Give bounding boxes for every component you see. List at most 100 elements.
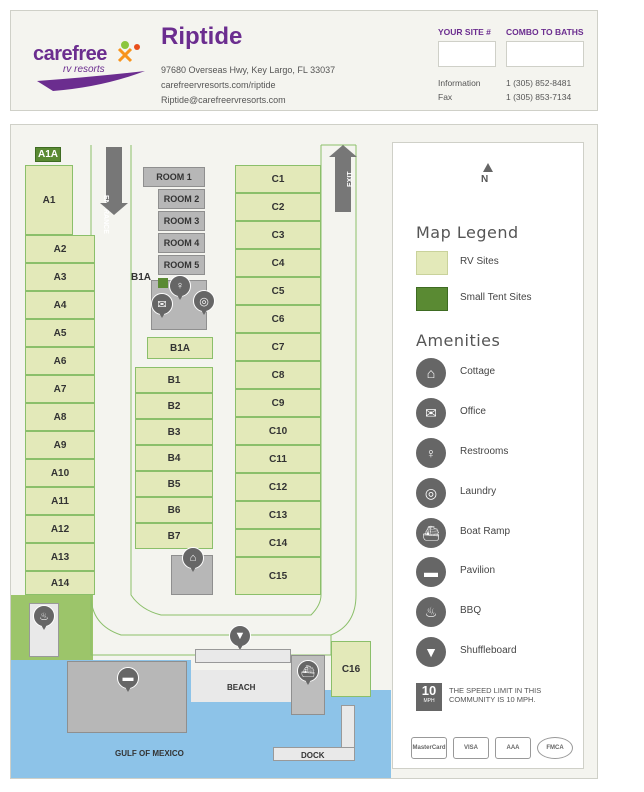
- laundry-icon: ◎: [193, 290, 215, 315]
- site-C14[interactable]: C14: [235, 529, 321, 557]
- site-C2[interactable]: C2: [235, 193, 321, 221]
- site-C1[interactable]: C1: [235, 165, 321, 193]
- site-B1[interactable]: B1: [135, 367, 213, 393]
- legend-restrooms: ♀ Restrooms: [416, 438, 576, 468]
- pavilion-label: Pavilion: [460, 565, 496, 576]
- site-A13[interactable]: A13: [25, 543, 95, 571]
- speed-limit-unit: MPH: [423, 698, 435, 704]
- room-2[interactable]: ROOM 2: [158, 189, 205, 209]
- site-A1[interactable]: A1: [25, 165, 73, 235]
- amenities-title: Amenities: [416, 331, 501, 350]
- dock-walk: [273, 747, 355, 761]
- site-C10[interactable]: C10: [235, 417, 321, 445]
- site-B2[interactable]: B2: [135, 393, 213, 419]
- site-C9[interactable]: C9: [235, 389, 321, 417]
- site-A4[interactable]: A4: [25, 291, 95, 319]
- legend-pavilion: ▬ Pavilion: [416, 557, 576, 587]
- site-A5[interactable]: A5: [25, 319, 95, 347]
- exit-label: EXIT: [347, 171, 354, 187]
- brand-subtitle: rv resorts: [63, 64, 105, 75]
- site-A14[interactable]: A14: [25, 571, 95, 595]
- site-B3[interactable]: B3: [135, 419, 213, 445]
- boat-icon: ⛴: [297, 660, 319, 685]
- legend-office: ✉ Office: [416, 398, 576, 428]
- room-3[interactable]: ROOM 3: [158, 211, 205, 231]
- site-A1A[interactable]: A1A: [35, 147, 61, 162]
- site-C13[interactable]: C13: [235, 501, 321, 529]
- site-C7[interactable]: C7: [235, 333, 321, 361]
- site-A9[interactable]: A9: [25, 431, 95, 459]
- site-C15[interactable]: C15: [235, 557, 321, 595]
- aaa-icon: AAA: [495, 737, 531, 759]
- site-B6[interactable]: B6: [135, 497, 213, 523]
- room-5[interactable]: ROOM 5: [158, 255, 205, 275]
- site-C4[interactable]: C4: [235, 249, 321, 277]
- site-C8[interactable]: C8: [235, 361, 321, 389]
- site-A6[interactable]: A6: [25, 347, 95, 375]
- restrooms-label: Restrooms: [460, 446, 509, 457]
- site-A11[interactable]: A11: [25, 487, 95, 515]
- mastercard-icon: MasterCard: [411, 737, 447, 759]
- office-legend-icon: ✉: [416, 398, 446, 428]
- your-site-label: YOUR SITE #: [438, 27, 491, 37]
- shuffleboard-label: Shuffleboard: [460, 645, 517, 656]
- site-C3[interactable]: C3: [235, 221, 321, 249]
- legend-tent-sites: Small Tent Sites: [416, 287, 576, 317]
- compass-arrow-icon: [483, 163, 493, 172]
- site-A2[interactable]: A2: [25, 235, 95, 263]
- b1a-pointer-label: B1A: [131, 272, 152, 283]
- dock-label: DOCK: [301, 751, 325, 760]
- info-phone: 1 (305) 852-8481: [506, 78, 572, 88]
- beach-area: [191, 670, 291, 702]
- fax-phone: 1 (305) 853-7134: [506, 92, 572, 102]
- site-C5[interactable]: C5: [235, 277, 321, 305]
- site-B4[interactable]: B4: [135, 445, 213, 471]
- boat-ramp-label: Boat Ramp: [460, 526, 511, 537]
- gulf-label: GULF OF MEXICO: [115, 749, 184, 758]
- site-B1A[interactable]: B1A: [147, 337, 213, 359]
- entrance-sign: ENTRANCE: [102, 147, 122, 234]
- logo-swoosh-icon: [37, 41, 145, 91]
- park-title: Riptide: [161, 23, 243, 50]
- office-icon: ✉: [151, 293, 173, 318]
- site-B7[interactable]: B7: [135, 523, 213, 549]
- compass-label: N: [481, 174, 489, 185]
- site-C11[interactable]: C11: [235, 445, 321, 473]
- rv-sites-label: RV Sites: [460, 256, 499, 267]
- room-4[interactable]: ROOM 4: [158, 233, 205, 253]
- site-A10[interactable]: A10: [25, 459, 95, 487]
- laundry-legend-icon: ◎: [416, 478, 446, 508]
- tent-sites-label: Small Tent Sites: [460, 292, 532, 303]
- brand-name: carefree: [33, 43, 107, 65]
- legend-rv-sites: RV Sites: [416, 251, 576, 281]
- site-C12[interactable]: C12: [235, 473, 321, 501]
- bbq-label: BBQ: [460, 605, 482, 616]
- map-legend-title: Map Legend: [416, 223, 519, 242]
- visa-icon: VISA: [453, 737, 489, 759]
- b1a-tent-marker: [158, 278, 168, 288]
- entrance-arrow-icon: [100, 203, 128, 215]
- combo-label: COMBO TO BATHS: [506, 27, 584, 37]
- site-C16[interactable]: C16: [331, 641, 371, 697]
- combo-box: [506, 41, 584, 67]
- carefree-logo: carefree rv resorts: [33, 37, 151, 99]
- site-A7[interactable]: A7: [25, 375, 95, 403]
- room-1[interactable]: ROOM 1: [143, 167, 205, 187]
- site-C6[interactable]: C6: [235, 305, 321, 333]
- email-link[interactable]: Riptide@carefreervresorts.com: [161, 95, 286, 105]
- site-A8[interactable]: A8: [25, 403, 95, 431]
- shuffleboard-icon: ▼: [229, 625, 251, 650]
- site-B5[interactable]: B5: [135, 471, 213, 497]
- boat-legend-icon: ⛴: [416, 518, 446, 548]
- bbq-icon: ♨: [33, 605, 55, 630]
- beach-label: BEACH: [227, 683, 256, 692]
- website-link[interactable]: carefreervresorts.com/riptide: [161, 80, 276, 90]
- address-text: 97680 Overseas Hwy, Key Largo, FL 33037: [161, 65, 336, 75]
- site-A12[interactable]: A12: [25, 515, 95, 543]
- speed-limit-sign: 10 MPH: [416, 683, 442, 711]
- restroom-legend-icon: ♀: [416, 438, 446, 468]
- legend-shuffleboard: ▼ Shuffleboard: [416, 637, 576, 667]
- cottage-icon: ⌂: [182, 547, 204, 572]
- shuffleboard-legend-icon: ▼: [416, 637, 446, 667]
- site-A3[interactable]: A3: [25, 263, 95, 291]
